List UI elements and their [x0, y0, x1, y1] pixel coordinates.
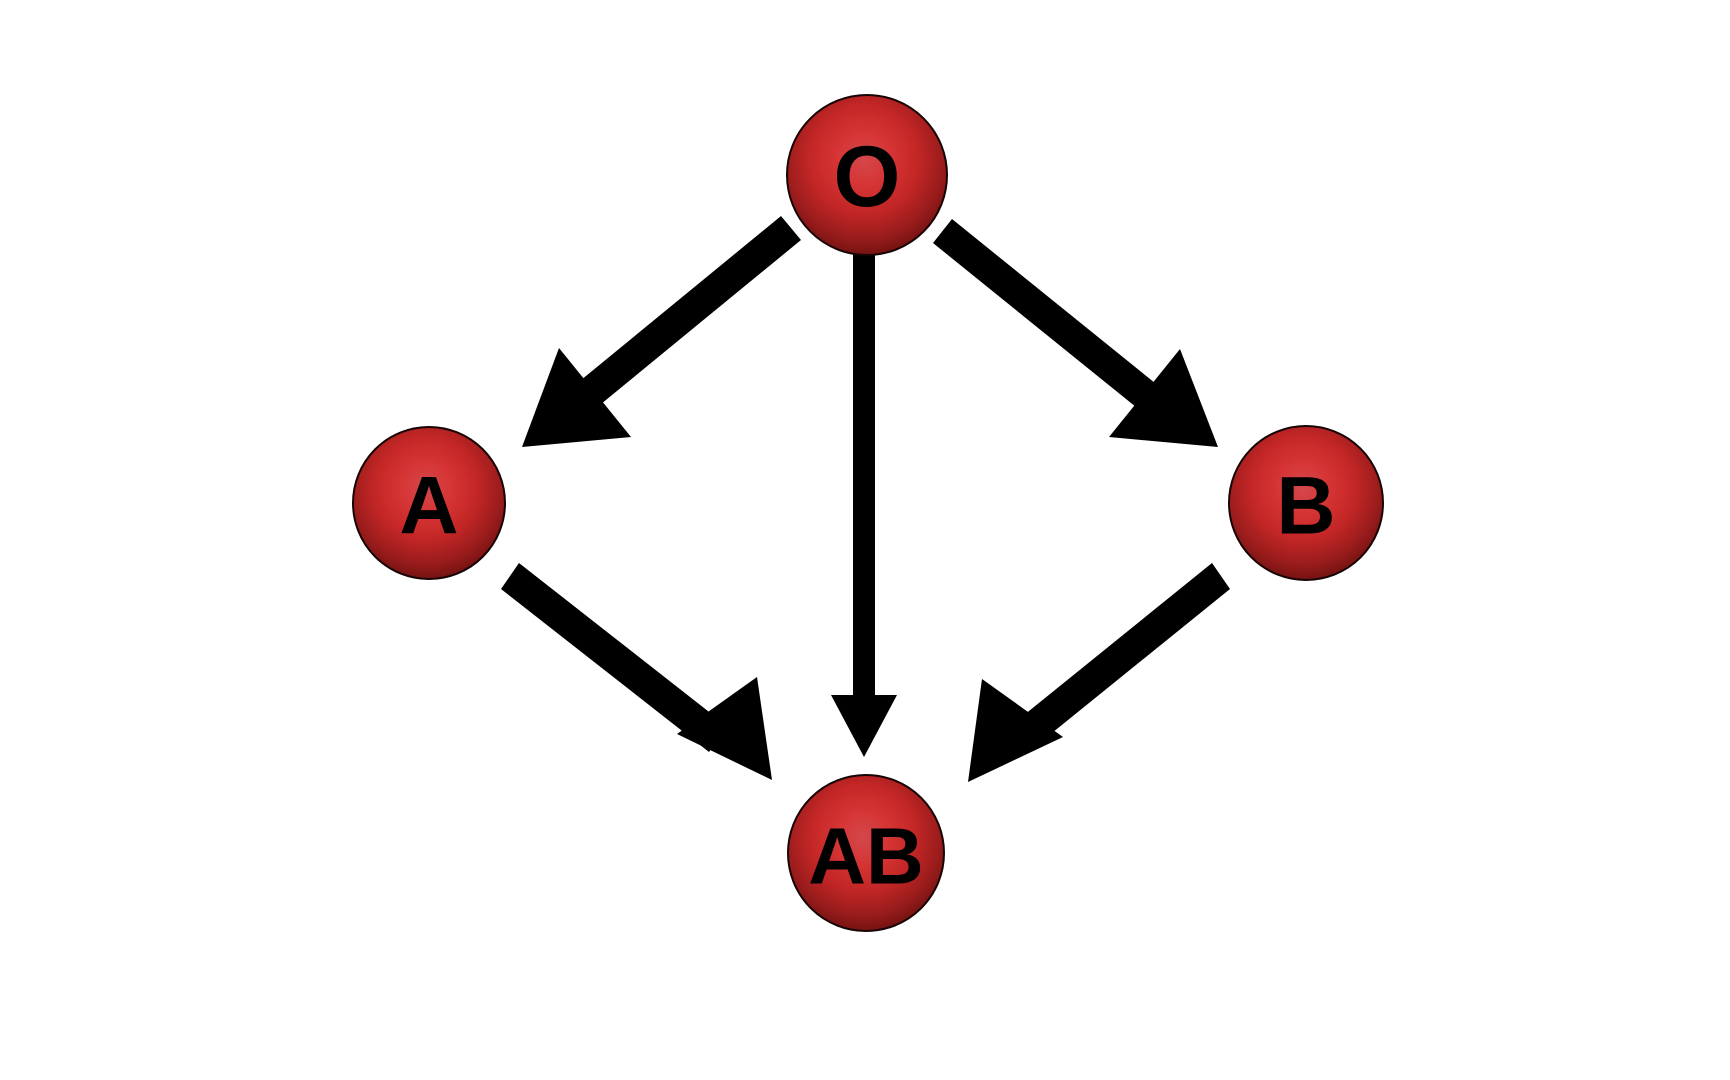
- edge-o-to-a: [522, 216, 801, 447]
- node-ab[interactable]: AB: [787, 774, 945, 932]
- node-o-circle: [786, 94, 948, 256]
- edge-a-to-ab-arrowhead: [677, 677, 772, 780]
- edge-b-to-ab-arrowhead: [968, 679, 1063, 782]
- edge-b-to-ab: [968, 563, 1230, 782]
- edge-o-to-ab-shaft: [853, 252, 875, 699]
- edge-o-to-b: [933, 219, 1218, 447]
- node-ab-circle: [787, 774, 945, 932]
- node-a[interactable]: A: [352, 426, 506, 580]
- node-a-label: A: [399, 461, 458, 552]
- edge-o-to-ab-arrowhead: [831, 695, 897, 757]
- edge-b-to-ab-shaft: [1008, 563, 1230, 754]
- edge-o-to-b-shaft: [933, 219, 1171, 420]
- node-o-label: O: [834, 129, 901, 225]
- node-b-label: B: [1276, 461, 1335, 552]
- edge-o-to-ab: [831, 252, 897, 757]
- node-a-circle: [352, 426, 506, 580]
- edge-a-to-ab-shaft: [501, 563, 727, 752]
- edge-o-to-b-arrowhead: [1109, 349, 1218, 447]
- node-b[interactable]: B: [1228, 425, 1384, 581]
- node-b-circle: [1228, 425, 1384, 581]
- node-o[interactable]: O: [786, 94, 948, 256]
- edge-o-to-a-shaft: [564, 216, 801, 418]
- node-ab-label: AB: [808, 812, 924, 901]
- edge-a-to-ab: [501, 563, 772, 780]
- edge-o-to-a-arrowhead: [522, 348, 631, 447]
